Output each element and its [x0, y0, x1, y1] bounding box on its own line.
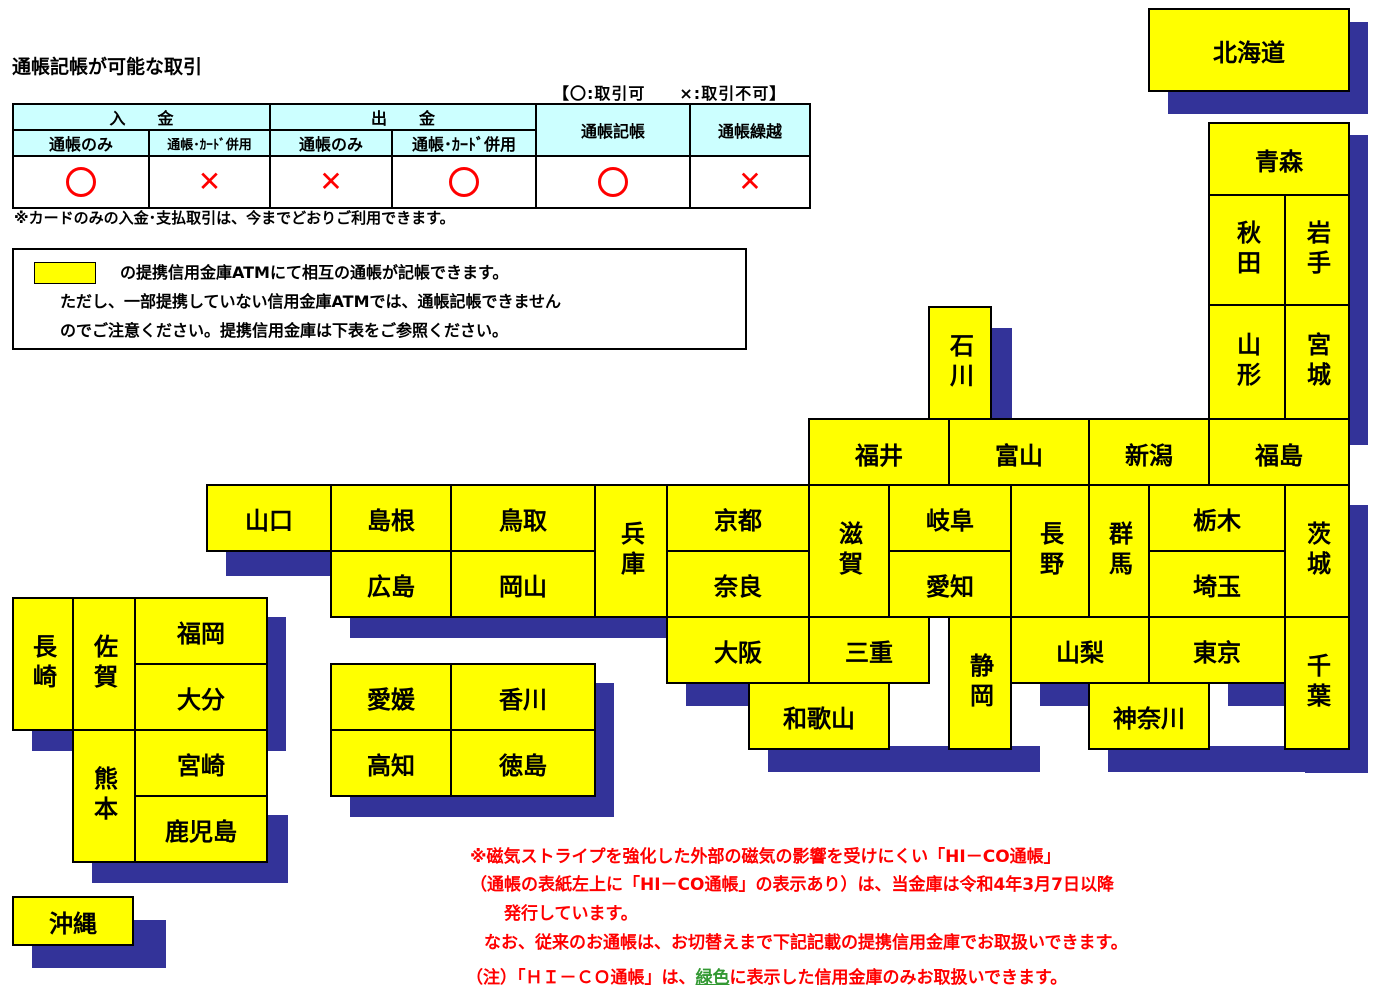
info-line-3: のでご注意ください。提携信用金庫は下表をご参照ください。	[60, 321, 509, 340]
legend-text: 【〇:取引可 ×:取引不可】	[553, 84, 787, 103]
mark-cell-6: ✕	[689, 155, 811, 209]
pref-iwate: 岩手	[1284, 194, 1350, 306]
mark-cell-5	[535, 155, 691, 209]
pref-tokyo: 東京	[1148, 616, 1286, 684]
pref-hokkaido: 北海道	[1148, 8, 1350, 92]
info-line-2: ただし、一部提携していない信用金庫ATMでは、通帳記帳できません	[60, 292, 562, 311]
hico-note-line-4: なお、従来のお通帳は、お切替えまで下記記載の提携信用金庫でお取扱いできます。	[484, 933, 1128, 953]
hico-note-line-2: （通帳の表紙左上に「HI－CO通帳」の表示あり）は、当金庫は令和4年3月7日以降	[470, 875, 1114, 895]
pref-yamagata: 山形	[1208, 304, 1286, 420]
pref-chiba: 千葉	[1284, 616, 1350, 750]
pref-okinawa: 沖縄	[12, 896, 134, 946]
cross-mark-icon: ✕	[738, 165, 762, 198]
circle-mark-icon	[449, 167, 479, 197]
pref-kyoto: 京都	[666, 484, 810, 552]
mark-cell-2: ✕	[148, 155, 271, 209]
pref-nagasaki: 長崎	[12, 597, 74, 731]
circle-mark-icon	[598, 167, 628, 197]
header-withdraw-passbook-card: 通帳･ｶｰﾄﾞ併用	[391, 129, 537, 157]
pref-toyama: 富山	[948, 418, 1090, 488]
pref-yamanashi: 山梨	[1010, 616, 1150, 684]
pref-hiroshima: 広島	[330, 550, 452, 618]
pref-shimane: 島根	[330, 484, 452, 552]
mark-cell-3: ✕	[269, 155, 393, 209]
highlight-swatch	[34, 262, 96, 284]
transaction-table: 入 金 出 金 通帳記帳 通帳繰越 通帳のみ 通帳･ｶｰﾄﾞ併用 通帳のみ 通帳…	[11, 103, 811, 209]
pref-kagoshima: 鹿児島	[134, 795, 268, 863]
pref-ibaraki: 茨城	[1284, 484, 1350, 618]
pref-kagawa: 香川	[450, 663, 596, 731]
pref-niigata: 新潟	[1088, 418, 1210, 488]
header-deposit-passbook-only: 通帳のみ	[11, 129, 151, 157]
pref-nara: 奈良	[666, 550, 810, 618]
header-withdraw-passbook-only: 通帳のみ	[269, 129, 393, 157]
pref-nagano: 長野	[1010, 484, 1090, 618]
header-passbook-record: 通帳記帳	[535, 103, 691, 157]
pref-mie: 三重	[808, 616, 930, 684]
hico-note-line-3: 発行しています。	[504, 904, 638, 924]
footnote-prefix: （注）「ＨＩ－ＣＯ通帳」は、	[466, 968, 696, 988]
pref-tochigi: 栃木	[1148, 484, 1286, 552]
pref-fukushima: 福島	[1208, 418, 1350, 488]
pref-yamaguchi: 山口	[206, 484, 332, 552]
info-line-1: の提携信用金庫ATMにて相互の通帳が記帳できます。	[120, 263, 509, 282]
header-deposit-passbook-card: 通帳･ｶｰﾄﾞ併用	[148, 129, 271, 157]
pref-saga: 佐賀	[72, 597, 136, 731]
circle-mark-icon	[66, 167, 97, 197]
header-passbook-carry: 通帳繰越	[689, 103, 811, 157]
pref-tottori: 鳥取	[450, 484, 596, 552]
mark-cell-4	[391, 155, 537, 209]
page-title: 通帳記帳が可能な取引	[12, 56, 203, 78]
header-deposit: 入 金	[12, 103, 271, 131]
pref-tokushima: 徳島	[450, 729, 596, 797]
pref-hyogo: 兵庫	[594, 484, 668, 618]
pref-kanagawa: 神奈川	[1088, 682, 1210, 750]
pref-fukui: 福井	[808, 418, 950, 488]
pref-ehime: 愛媛	[330, 663, 452, 731]
card-note: ※カードのみの入金･支払取引は、今までどおりご利用できます。	[14, 209, 455, 227]
pref-osaka: 大阪	[666, 616, 810, 684]
pref-shiga: 滋賀	[808, 484, 890, 618]
mark-cell-1	[11, 155, 151, 209]
pref-wakayama: 和歌山	[748, 682, 890, 750]
pref-gifu: 岐阜	[888, 484, 1012, 552]
pref-aomori: 青森	[1208, 122, 1350, 196]
header-withdraw: 出 金	[269, 103, 537, 131]
cross-mark-icon: ✕	[197, 165, 222, 198]
footnote-suffix: に表示した信用金庫のみお取扱いできます。	[729, 968, 1068, 988]
pref-aichi: 愛知	[888, 550, 1012, 618]
pref-kochi: 高知	[330, 729, 452, 797]
footnote: （注）「ＨＩ－ＣＯ通帳」は、緑色に表示した信用金庫のみお取扱いできます。	[466, 963, 1067, 988]
footnote-green-word: 緑色	[695, 968, 730, 988]
cross-mark-icon: ✕	[319, 165, 343, 198]
pref-oita: 大分	[134, 663, 268, 731]
pref-kumamoto: 熊本	[72, 729, 136, 863]
pref-miyazaki: 宮崎	[134, 729, 268, 797]
pref-miyagi: 宮城	[1284, 304, 1350, 420]
pref-saitama: 埼玉	[1148, 550, 1286, 618]
pref-shizuoka: 静岡	[948, 616, 1012, 750]
info-box: の提携信用金庫ATMにて相互の通帳が記帳できます。 ただし、一部提携していない信…	[12, 248, 747, 350]
pref-ishikawa: 石川	[928, 306, 992, 420]
pref-akita: 秋田	[1208, 194, 1286, 306]
pref-okayama: 岡山	[450, 550, 596, 618]
pref-fukuoka: 福岡	[134, 597, 268, 665]
pref-gunma: 群馬	[1088, 484, 1150, 618]
hico-note-line-1: ※磁気ストライプを強化した外部の磁気の影響を受けにくい「HI－CO通帳」	[470, 847, 1061, 867]
